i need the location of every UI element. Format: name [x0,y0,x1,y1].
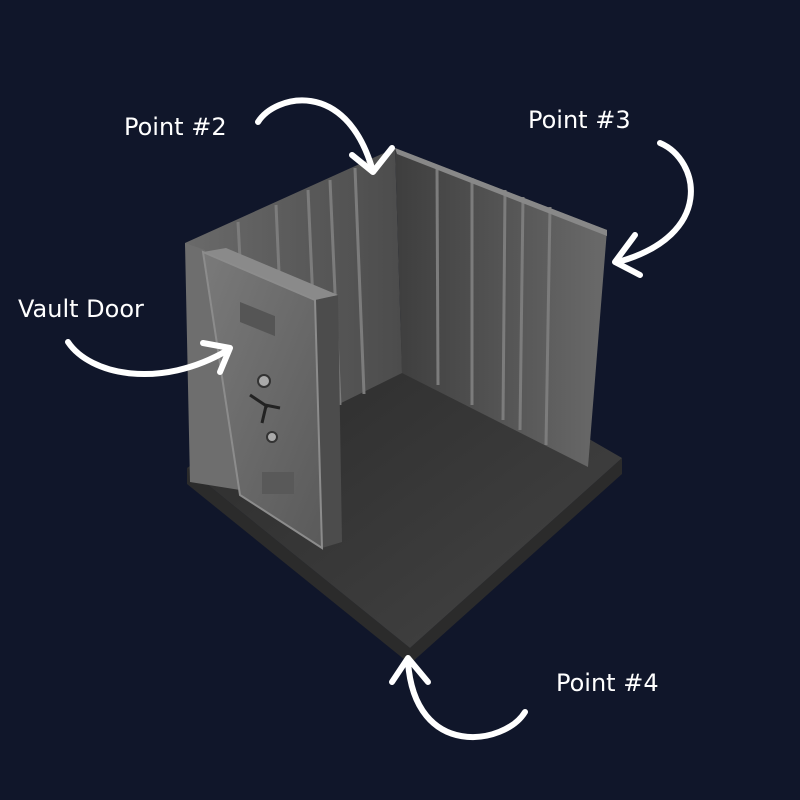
right-wall [395,148,607,467]
label-point-2: Point #2 [124,113,227,141]
label-point-3: Point #3 [528,106,631,134]
arrow-vault-door-icon [65,339,233,378]
label-vault-door: Vault Door [18,295,144,323]
arrow-point3-icon [612,140,694,278]
arrow-point4-icon [389,655,528,741]
dial-icon [257,374,271,388]
arrow-point2-icon [255,97,395,175]
label-point-4: Point #4 [556,669,659,697]
vent-bottom [262,472,294,494]
handle-icon [249,393,281,424]
vault-door [185,243,342,550]
vent-top [240,301,275,337]
